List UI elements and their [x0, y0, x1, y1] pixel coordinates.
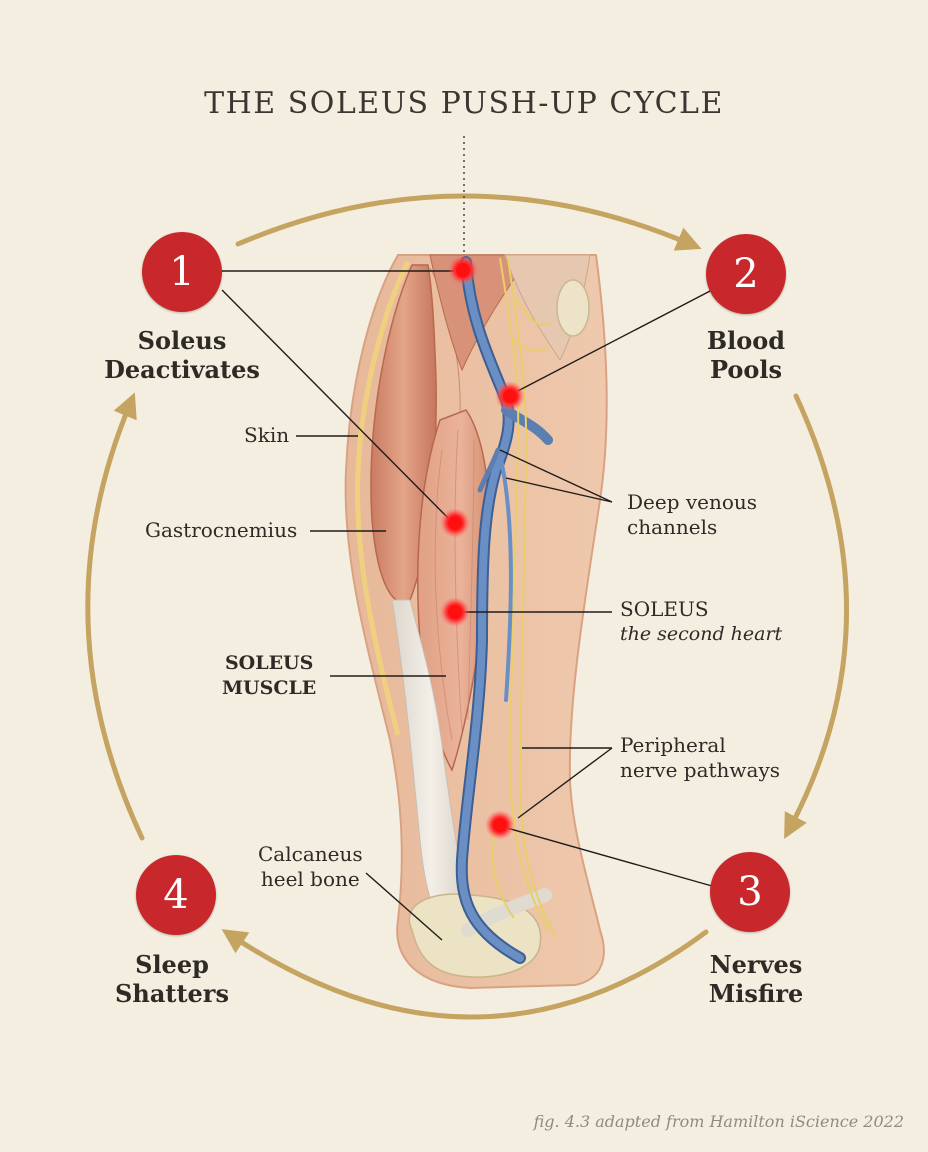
step-4-label: Sleep Shatters [115, 950, 229, 1008]
knee-bone [556, 279, 590, 337]
deep-veins [455, 256, 553, 964]
label-calcaneus: Calcaneus heel bone [258, 842, 363, 891]
diagram-title: THE SOLEUS PUSH-UP CYCLE [204, 86, 724, 121]
label-deep-venous-channels: Deep venous channels [627, 490, 758, 539]
step-3-badge: 3 [710, 852, 790, 932]
step-2-label: Blood Pools [706, 326, 786, 384]
step-3-label: Nerves Misfire [708, 950, 804, 1008]
figure-caption: fig. 4.3 adapted from Hamilton iScience … [533, 1112, 904, 1131]
hotspots [440, 255, 525, 840]
label-peripheral-nerves: Peripheral nerve pathways [620, 733, 781, 782]
label-soleus-muscle: SOLEUS MUSCLE [222, 652, 317, 699]
leader-lines [221, 270, 713, 941]
step-1-label: Soleus Deactivates [104, 326, 260, 384]
step-2-badge: 2 [706, 234, 786, 314]
fat-layer-line [355, 260, 411, 736]
label-gastrocnemius: Gastrocnemius [145, 518, 298, 542]
label-soleus-second-heart: SOLEUS the second heart [620, 597, 783, 645]
step-4-badge: 4 [136, 855, 216, 935]
arrow-4-to-1 [85, 392, 145, 841]
label-skin: Skin [244, 423, 290, 447]
arrow-2-to-3 [784, 393, 849, 840]
arrow-3-to-4 [221, 929, 709, 1020]
step-1-badge: 1 [142, 232, 222, 312]
